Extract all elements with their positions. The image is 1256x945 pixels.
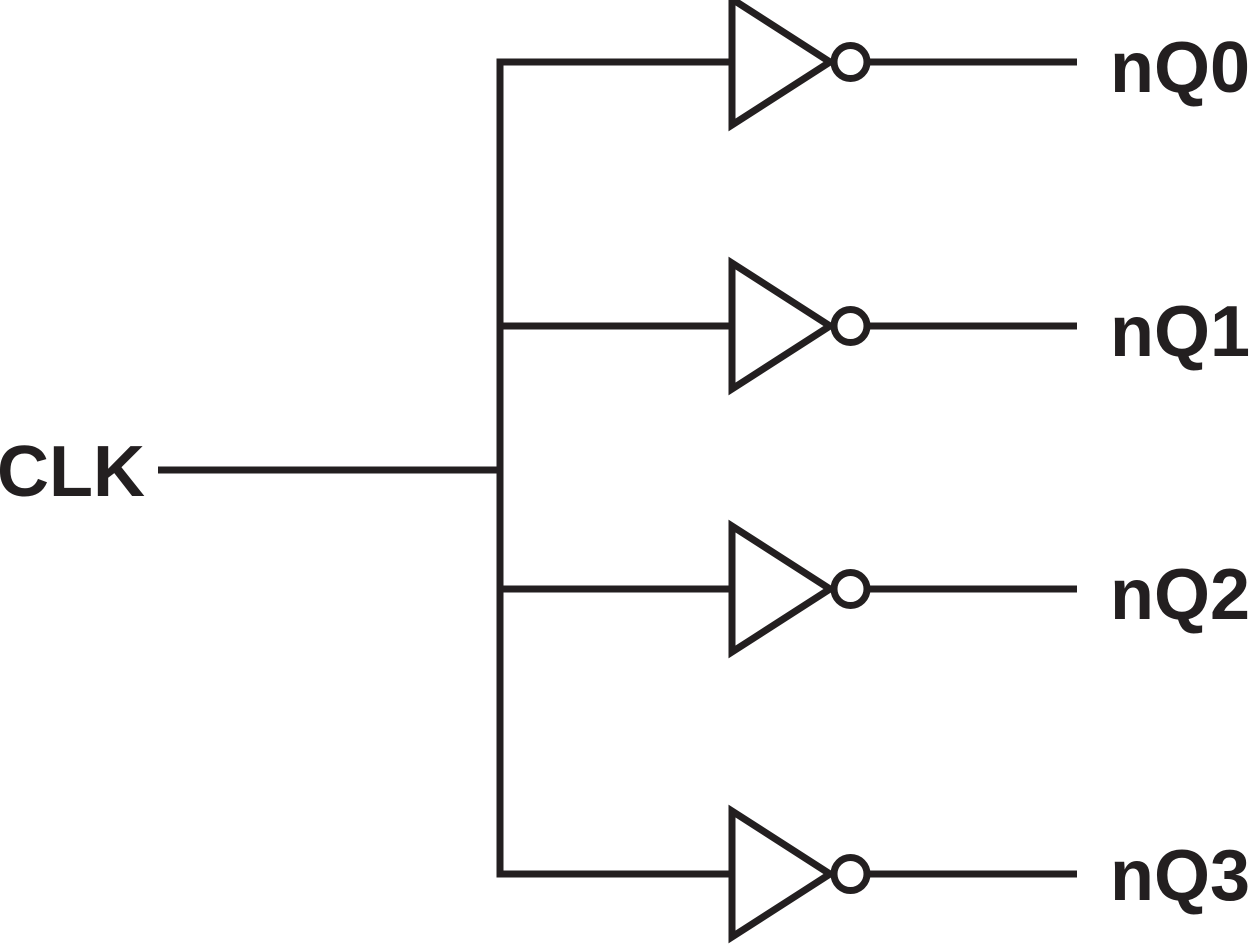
inverter-0-inversion-bubble-icon <box>830 42 871 82</box>
inverter-3-inversion-bubble-icon <box>830 854 871 894</box>
inverter-0-gate-icon <box>728 0 871 132</box>
clk-label: CLK <box>0 432 145 512</box>
output-label-nq0: nQ0 <box>1110 28 1250 108</box>
output-label-nq3: nQ3 <box>1110 836 1250 916</box>
inverter-row-1: nQ1 <box>500 256 1250 396</box>
inverter-1-inversion-bubble-icon <box>830 306 871 346</box>
inverter-row-3: nQ3 <box>500 804 1250 944</box>
inverter-3-gate-icon <box>728 804 871 944</box>
inverter-2-inversion-bubble-icon <box>830 569 871 609</box>
inverter-0-triangle <box>728 0 837 132</box>
inverter-row-2: nQ2 <box>500 519 1250 659</box>
output-label-nq2: nQ2 <box>1110 555 1250 635</box>
inverter-2-gate-icon <box>728 519 871 659</box>
inverter-row-0: nQ0 <box>500 0 1250 132</box>
clk-input-net: CLK <box>0 432 503 512</box>
inverter-1-gate-icon <box>728 256 871 396</box>
inverter-1-triangle <box>728 256 837 396</box>
inverter-3-triangle <box>728 804 837 944</box>
output-label-nq1: nQ1 <box>1110 292 1250 372</box>
inverter-2-triangle <box>728 519 837 659</box>
